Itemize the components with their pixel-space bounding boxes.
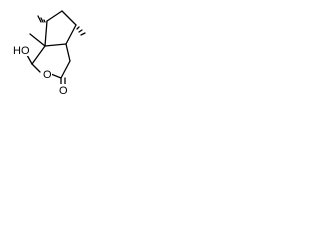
- carbonyl-o-label-bg: [58, 84, 68, 96]
- carbonyl-oxygen-label: O: [59, 85, 68, 97]
- bond-c8-oh: [26, 54, 33, 65]
- bond-c5-methyl: [29, 33, 46, 47]
- hashed-bond-c1-h: [37, 15, 46, 23]
- bond-c4-c6: [65, 43, 71, 62]
- bond-c6-c7: [60, 60, 71, 79]
- bond-c2-c3: [61, 10, 77, 26]
- bond-c5-c1: [44, 20, 48, 47]
- bond-o-c8: [31, 63, 41, 73]
- hydroxyl-label: HO: [13, 45, 30, 57]
- molecule-structure: HO O O: [12, 10, 86, 97]
- bond-c4-c5: [44, 43, 67, 47]
- oh-label-bg: [12, 44, 30, 56]
- bond-c8-c5: [31, 45, 46, 65]
- bond-c3-c4: [65, 24, 77, 45]
- ring-oxygen-label: O: [43, 69, 52, 81]
- bond-c1-c2: [46, 10, 63, 22]
- bond-c7-o: [50, 73, 62, 79]
- ring-o-label-bg: [42, 68, 52, 80]
- hashed-bond-c3-h: [76, 26, 86, 36]
